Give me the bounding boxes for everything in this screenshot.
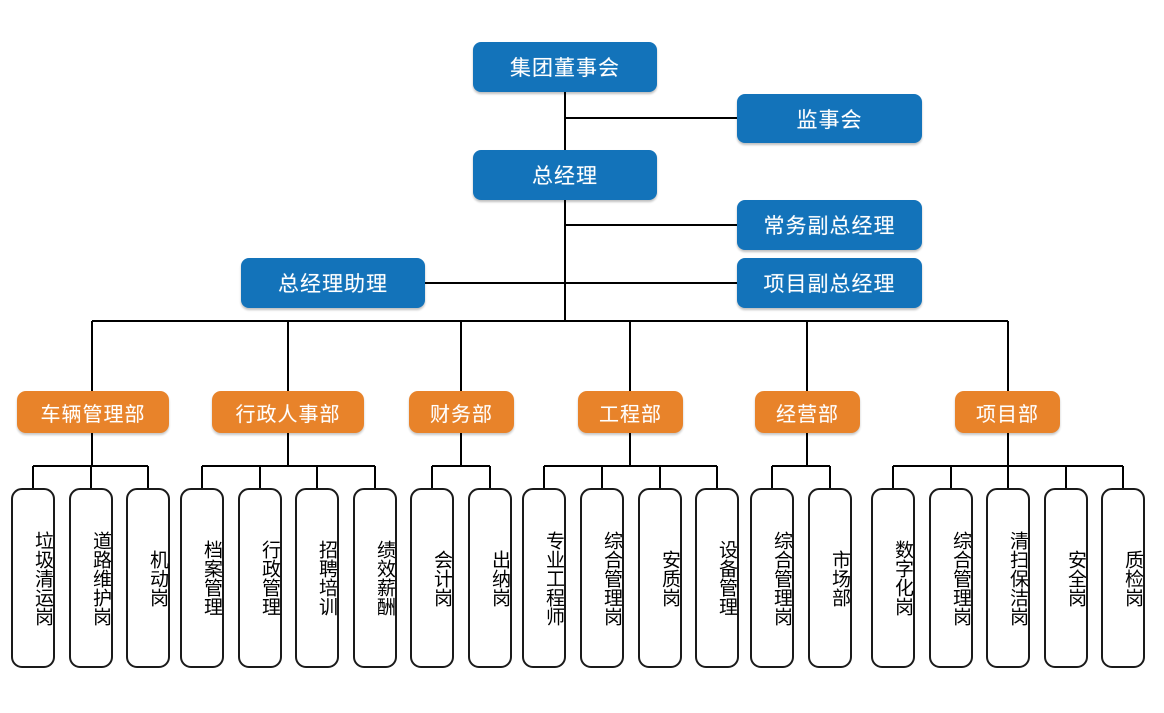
node-department-label: 工程部 — [599, 401, 662, 426]
node-position-label: 质检岗 — [1122, 549, 1144, 607]
node-department-operations[interactable]: 经营部 — [755, 391, 860, 433]
node-position-label: 机动岗 — [147, 549, 169, 607]
node-position-label: 安质岗 — [659, 549, 681, 607]
node-position-label: 档案管理 — [201, 540, 223, 616]
node-position-label: 设备管理 — [716, 540, 738, 616]
node-project-deputy-gm[interactable]: 项目副总经理 — [737, 258, 922, 308]
node-board[interactable]: 集团董事会 — [473, 42, 657, 92]
node-position-label: 道路维护岗 — [90, 530, 112, 626]
node-position[interactable]: 清扫保洁岗 — [986, 488, 1030, 668]
node-position[interactable]: 档案管理 — [180, 488, 224, 668]
node-position-label: 专业工程师 — [543, 530, 565, 626]
node-position-label: 综合管理岗 — [950, 530, 972, 626]
node-department-label: 项目部 — [976, 401, 1039, 426]
node-position[interactable]: 招聘培训 — [295, 488, 339, 668]
node-position[interactable]: 质检岗 — [1101, 488, 1145, 668]
node-executive-deputy-gm[interactable]: 常务副总经理 — [737, 200, 922, 250]
node-position-label: 清扫保洁岗 — [1007, 530, 1029, 626]
node-position[interactable]: 安质岗 — [638, 488, 682, 668]
node-position[interactable]: 综合管理岗 — [929, 488, 973, 668]
node-position-label: 综合管理岗 — [601, 530, 623, 626]
node-department-vehicle-management[interactable]: 车辆管理部 — [17, 391, 169, 433]
node-position-label: 会计岗 — [431, 549, 453, 607]
node-department-label: 经营部 — [776, 401, 839, 426]
node-general-manager[interactable]: 总经理 — [473, 150, 657, 200]
node-position-label: 绩效薪酬 — [374, 540, 396, 616]
node-position-label: 数字化岗 — [892, 540, 914, 616]
node-position[interactable]: 机动岗 — [126, 488, 170, 668]
node-board-label: 集团董事会 — [510, 56, 620, 80]
node-executive-deputy-gm-label: 常务副总经理 — [763, 214, 896, 238]
node-position-label: 垃圾清运岗 — [32, 530, 54, 626]
node-position[interactable]: 综合管理岗 — [750, 488, 794, 668]
node-general-manager-label: 总经理 — [532, 164, 598, 188]
node-department-finance[interactable]: 财务部 — [409, 391, 514, 433]
node-supervisory-board[interactable]: 监事会 — [737, 94, 922, 143]
node-department-project[interactable]: 项目部 — [955, 391, 1060, 433]
node-gm-assistant[interactable]: 总经理助理 — [241, 258, 425, 308]
node-position-label: 安全岗 — [1065, 549, 1087, 607]
node-position[interactable]: 垃圾清运岗 — [11, 488, 55, 668]
node-position[interactable]: 设备管理 — [695, 488, 739, 668]
node-position[interactable]: 道路维护岗 — [69, 488, 113, 668]
node-position[interactable]: 安全岗 — [1044, 488, 1088, 668]
node-position[interactable]: 市场部 — [808, 488, 852, 668]
node-position[interactable]: 数字化岗 — [871, 488, 915, 668]
node-department-admin-hr[interactable]: 行政人事部 — [212, 391, 364, 433]
node-position-label: 综合管理岗 — [771, 530, 793, 626]
node-position[interactable]: 综合管理岗 — [580, 488, 624, 668]
node-position[interactable]: 绩效薪酬 — [353, 488, 397, 668]
node-department-label: 行政人事部 — [235, 401, 341, 426]
node-gm-assistant-label: 总经理助理 — [278, 272, 388, 296]
node-department-engineering[interactable]: 工程部 — [578, 391, 683, 433]
node-position-label: 市场部 — [829, 549, 851, 607]
node-position-label: 招聘培训 — [316, 540, 338, 616]
node-position-label: 出纳岗 — [489, 549, 511, 607]
node-position[interactable]: 会计岗 — [410, 488, 454, 668]
node-position-label: 行政管理 — [259, 540, 281, 616]
node-position[interactable]: 出纳岗 — [468, 488, 512, 668]
node-position[interactable]: 专业工程师 — [522, 488, 566, 668]
node-department-label: 财务部 — [430, 401, 493, 426]
node-project-deputy-gm-label: 项目副总经理 — [763, 272, 896, 296]
node-department-label: 车辆管理部 — [40, 401, 146, 426]
node-supervisory-board-label: 监事会 — [796, 107, 863, 132]
node-position[interactable]: 行政管理 — [238, 488, 282, 668]
